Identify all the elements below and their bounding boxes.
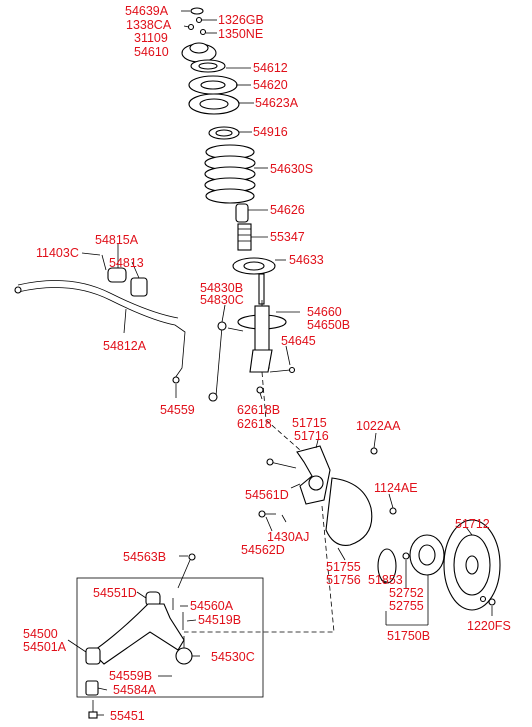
- label-54630S: 54630S: [270, 162, 313, 176]
- label-54501A: 54501A: [23, 640, 67, 654]
- label-54645: 54645: [281, 334, 316, 348]
- wheel-bearing: [402, 552, 410, 560]
- strut-assembly: [237, 273, 287, 373]
- stabilizer-bushing: [101, 254, 148, 297]
- part-labels: 54639A 1326GB 1338CA 31109 1350NE 54610 …: [23, 4, 511, 723]
- label-54633: 54633: [289, 253, 324, 267]
- label-62618: 62618: [237, 417, 272, 431]
- label-1350NE: 1350NE: [218, 27, 263, 41]
- knuckle-bolt: [266, 458, 297, 469]
- strut-connector: [261, 371, 301, 451]
- label-55347: 55347: [270, 230, 305, 244]
- label-54660: 54660: [307, 305, 342, 319]
- dust-cover-boot: [237, 223, 252, 251]
- label-54563B: 54563B: [123, 550, 166, 564]
- label-54620: 54620: [253, 78, 288, 92]
- spring-insulator: [208, 126, 240, 140]
- label-1124AE: 1124AE: [374, 481, 418, 495]
- label-1022AA: 1022AA: [356, 419, 401, 433]
- front-wheel-hub: [409, 534, 445, 576]
- lower-arm-box: [76, 577, 264, 698]
- label-54559B: 54559B: [109, 669, 152, 683]
- snap-ring: [377, 548, 397, 584]
- label-54610: 54610: [134, 45, 169, 59]
- label-54500: 54500: [23, 627, 58, 641]
- strut-insulator-mount: [181, 42, 217, 63]
- rear-bushing: [85, 680, 99, 696]
- top-mount-bolts: [187, 16, 207, 36]
- label-54639A: 54639A: [125, 4, 169, 18]
- label-54813: 54813: [109, 256, 144, 270]
- knuckle-connector: [184, 505, 335, 633]
- leader-lines: [67, 10, 493, 716]
- stabilizer-link: [208, 321, 244, 402]
- label-11403C: 11403C: [36, 246, 79, 260]
- brake-disc: [443, 519, 501, 611]
- label-54626: 54626: [270, 203, 305, 217]
- strut-bearing: [190, 59, 226, 73]
- label-54812A: 54812A: [103, 339, 147, 353]
- spring-lower-pad: [232, 257, 276, 275]
- label-62618B: 62618B: [237, 403, 280, 417]
- label-55451: 55451: [110, 709, 145, 723]
- label-54519B: 54519B: [198, 613, 241, 627]
- label-54584A: 54584A: [113, 683, 157, 697]
- label-54916: 54916: [253, 125, 288, 139]
- strut-top-nut: [190, 7, 204, 15]
- label-54623A: 54623A: [255, 96, 299, 110]
- bumper-stopper: [235, 203, 249, 223]
- label-1326GB: 1326GB: [218, 13, 264, 27]
- label-51750B: 51750B: [387, 629, 430, 643]
- strut-lower-nut: [256, 386, 264, 394]
- label-51756: 51756: [326, 573, 361, 587]
- label-54650B: 54650B: [307, 318, 350, 332]
- lower-bolt: [258, 510, 287, 523]
- label-52752: 52752: [389, 586, 424, 600]
- label-1338CA: 1338CA: [126, 18, 172, 32]
- strut-bracket-bolt: [269, 366, 296, 374]
- lower-arm-bolt: [177, 553, 196, 589]
- label-51755: 51755: [326, 560, 361, 574]
- stabilizer-bar: [14, 280, 186, 384]
- coil-spring: [204, 144, 256, 204]
- spring-upper-pad: [188, 93, 240, 115]
- lower-arm-pins: [172, 598, 184, 630]
- dust-cover: [325, 477, 373, 546]
- label-54560A: 54560A: [190, 599, 234, 613]
- label-54561D: 54561D: [245, 488, 289, 502]
- label-54830C: 54830C: [200, 293, 244, 307]
- label-54559: 54559: [160, 403, 195, 417]
- label-54612: 54612: [253, 61, 288, 75]
- label-1430AJ: 1430AJ: [267, 530, 309, 544]
- steering-knuckle: [296, 445, 331, 505]
- rear-bolt: [88, 700, 98, 719]
- label-54530C: 54530C: [211, 650, 255, 664]
- label-1220FS: 1220FS: [467, 619, 511, 633]
- label-51853: 51853: [368, 573, 403, 587]
- hub-bolt: [370, 447, 397, 515]
- spring-upper-seat: [188, 75, 238, 95]
- label-51715: 51715: [292, 416, 327, 430]
- label-51712: 51712: [455, 517, 490, 531]
- disc-screw: [488, 598, 496, 606]
- lower-arm-front-bush: [85, 647, 101, 665]
- label-31109: 31109: [134, 31, 168, 45]
- ball-joint: [175, 636, 193, 665]
- label-54551D: 54551D: [93, 586, 137, 600]
- label-54830B: 54830B: [200, 281, 243, 295]
- label-54562D: 54562D: [241, 543, 285, 557]
- label-51716: 51716: [294, 429, 329, 443]
- label-52755: 52755: [389, 599, 424, 613]
- label-54815A: 54815A: [95, 233, 139, 247]
- lower-arm: [91, 603, 185, 665]
